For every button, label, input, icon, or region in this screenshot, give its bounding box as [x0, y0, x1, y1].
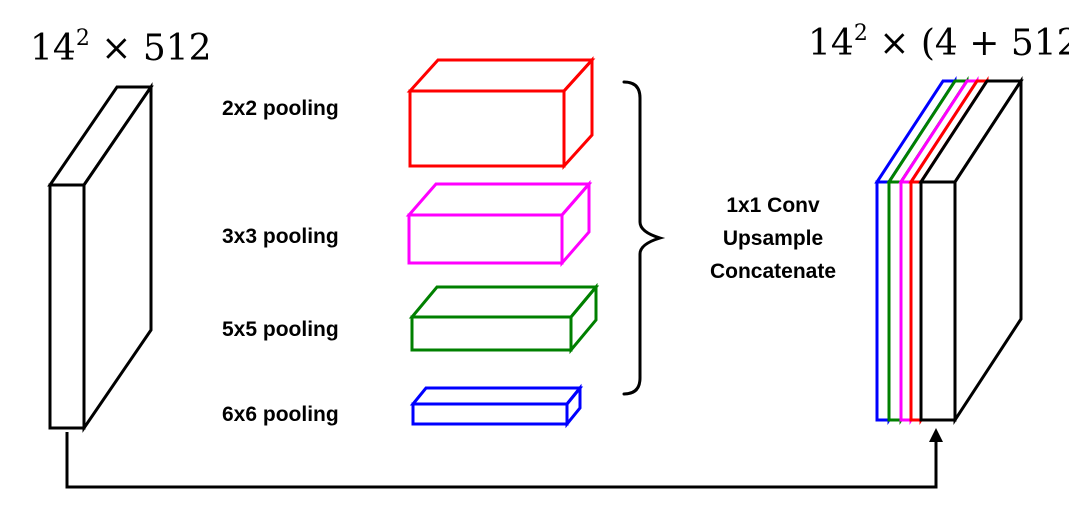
- arrowhead-icon: [929, 428, 943, 442]
- grouping-brace: [622, 80, 666, 396]
- input-feature-map: [47, 82, 154, 433]
- pooling-label-5x5: 5x5 pooling: [222, 318, 339, 341]
- pooling-label-6x6: 6x6 pooling: [222, 403, 339, 426]
- input-dimension-label: 142 × 512: [30, 26, 212, 69]
- pooled-block-2x2: [406, 56, 596, 170]
- pooled-block-3x3: [405, 179, 593, 268]
- operation-label-upsample: Upsample: [723, 227, 823, 250]
- pooled-block-5x5: [408, 282, 600, 355]
- pooled-block-6x6: [409, 383, 584, 429]
- operation-label-conv: 1x1 Conv: [726, 194, 820, 217]
- output-dimension-label: 142 × (4 + 512): [808, 21, 1069, 64]
- pooling-label-2x2: 2x2 pooling: [222, 97, 339, 120]
- operation-label-concatenate: Concatenate: [710, 260, 836, 283]
- output-slab-original: [918, 75, 1024, 426]
- pooling-label-3x3: 3x3 pooling: [222, 225, 339, 248]
- skip-connection-arrow: [65, 432, 938, 489]
